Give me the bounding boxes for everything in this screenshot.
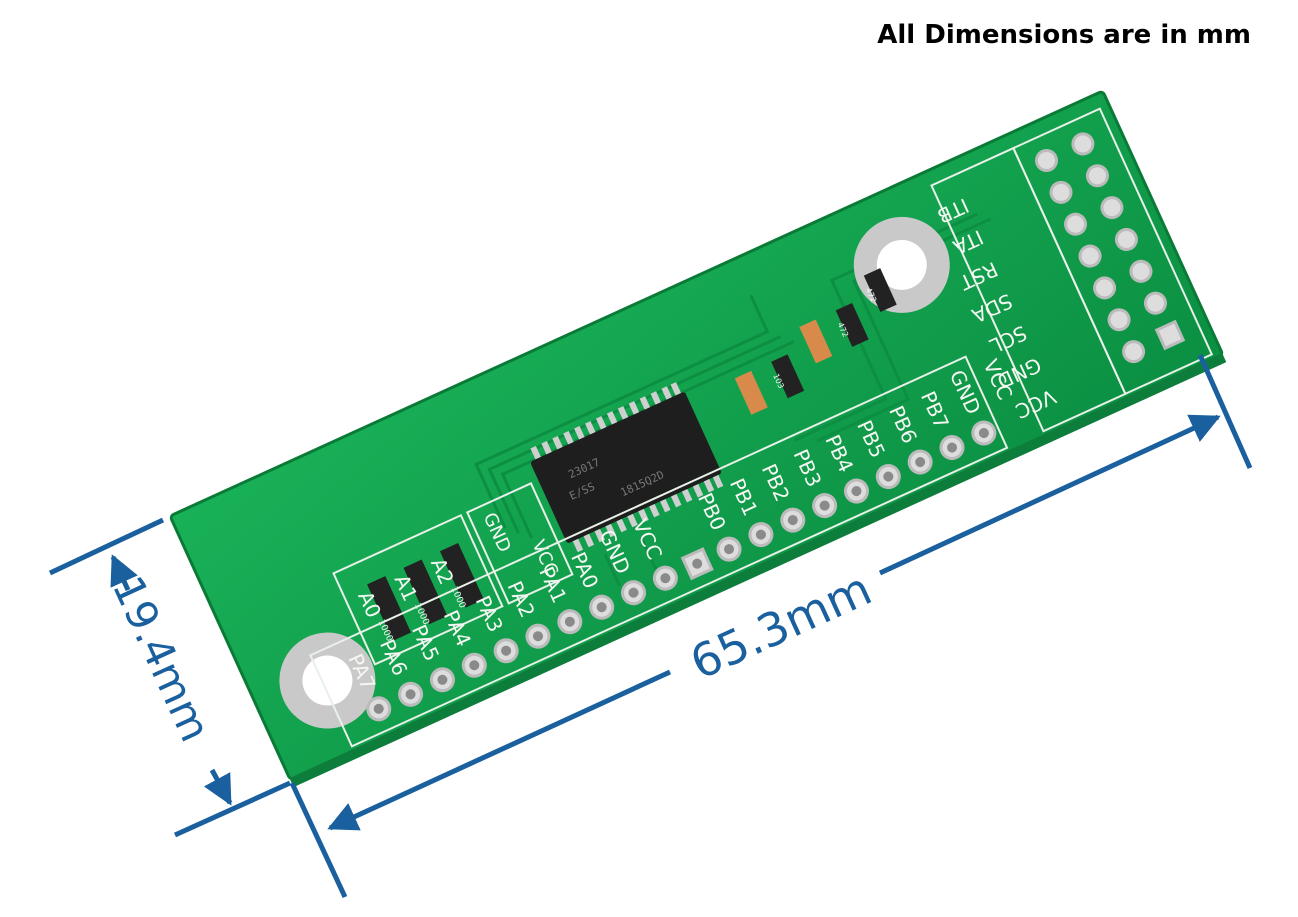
- pullup-resistors: 103 472 472: [734, 268, 897, 415]
- width-extension-bottom: [173, 780, 292, 838]
- width-label: 19.4mm: [103, 569, 220, 749]
- length-extension-left: [289, 781, 348, 899]
- width-dimension: [48, 517, 292, 838]
- ic-chip: 23017 E/SS 1815Q2D: [530, 382, 724, 553]
- length-arrow-left: [327, 669, 672, 831]
- right-header-pins: [1035, 132, 1186, 364]
- mounting-hole-right-center: [876, 239, 927, 290]
- header-outline: [309, 355, 1009, 748]
- bottom-header-pins: [366, 420, 997, 722]
- length-arrow-right: [878, 414, 1221, 576]
- dimensions-note: All Dimensions are in mm: [877, 20, 1251, 50]
- width-extension-top: [48, 517, 165, 576]
- mounting-hole-left-center: [302, 655, 353, 706]
- pcb-board: 23017 E/SS 1815Q2D 1000 1000 1000 103 47…: [169, 90, 1227, 788]
- width-arrow-top: [110, 554, 138, 592]
- board-edge: [289, 353, 1227, 788]
- length-extension-right: [1197, 353, 1253, 470]
- length-dimension: [289, 353, 1253, 899]
- width-arrow-bottom: [203, 768, 233, 806]
